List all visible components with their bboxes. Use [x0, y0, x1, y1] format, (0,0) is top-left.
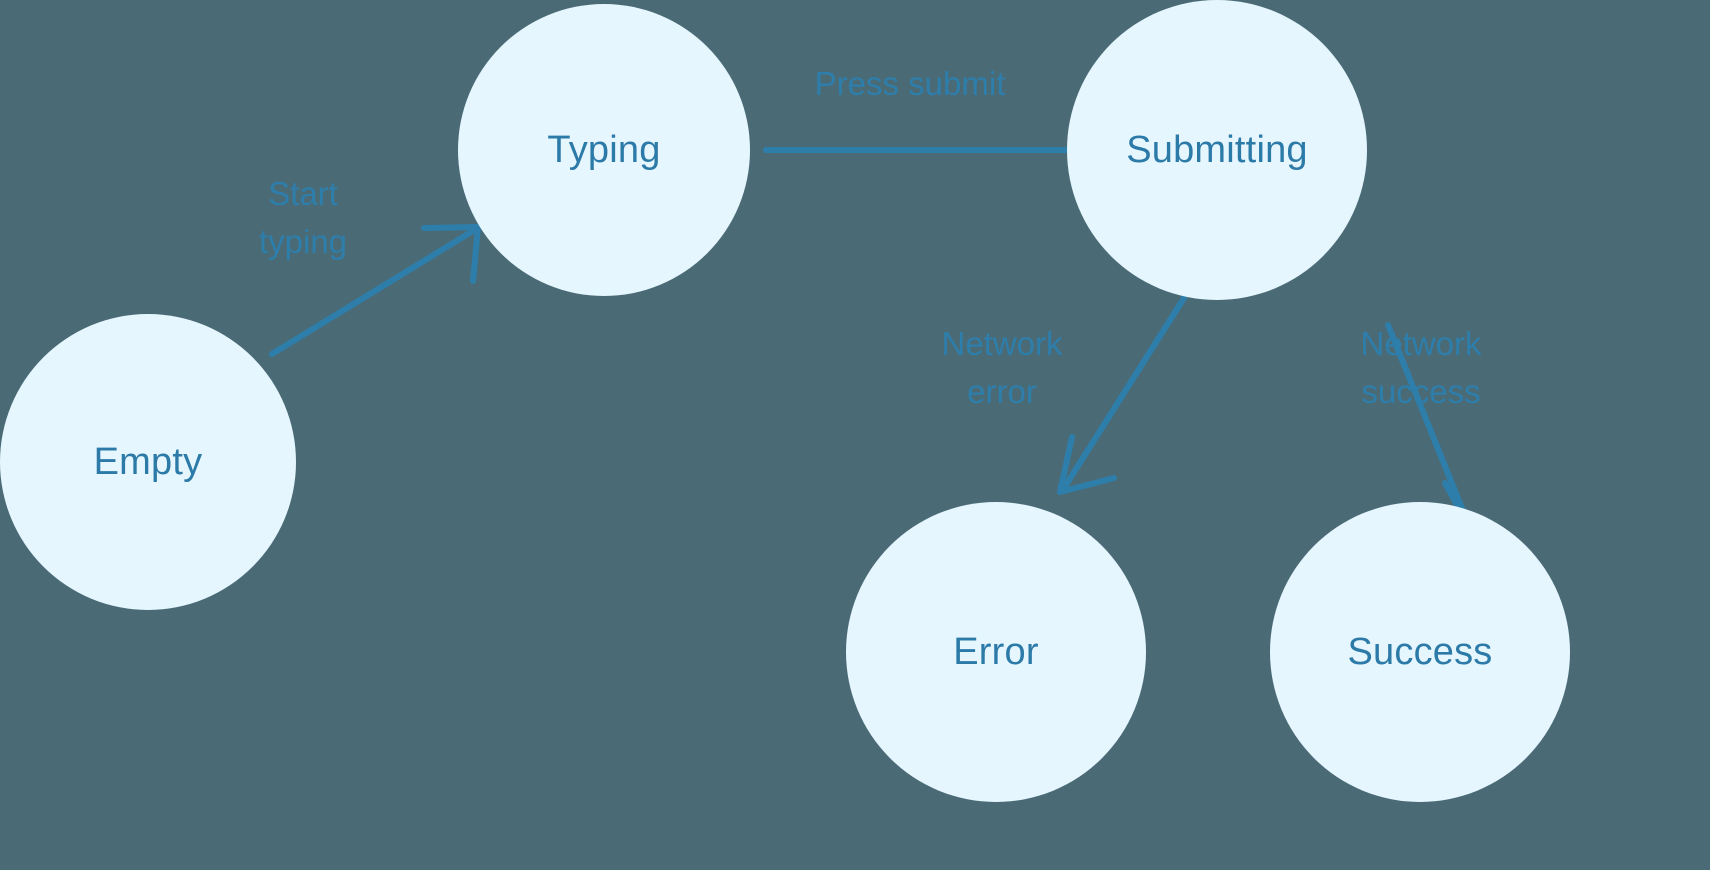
node-typing-label: Typing — [547, 128, 661, 171]
edge-label-start-typing: Start typing — [258, 175, 348, 260]
edge-label-network-error: Network error — [941, 325, 1063, 410]
node-success-label: Success — [1347, 630, 1493, 673]
node-success[interactable]: Success — [1270, 502, 1570, 802]
node-submitting[interactable]: Submitting — [1067, 0, 1367, 300]
node-error-label: Error — [953, 630, 1039, 673]
node-typing[interactable]: Typing — [458, 4, 750, 296]
node-empty-label: Empty — [93, 440, 203, 483]
node-empty[interactable]: Empty — [0, 314, 296, 610]
edge-label-network-success: Network success — [1360, 325, 1482, 410]
node-submitting-label: Submitting — [1126, 128, 1308, 171]
edge-label-press-submit: Press submit — [814, 65, 1006, 102]
node-error[interactable]: Error — [846, 502, 1146, 802]
